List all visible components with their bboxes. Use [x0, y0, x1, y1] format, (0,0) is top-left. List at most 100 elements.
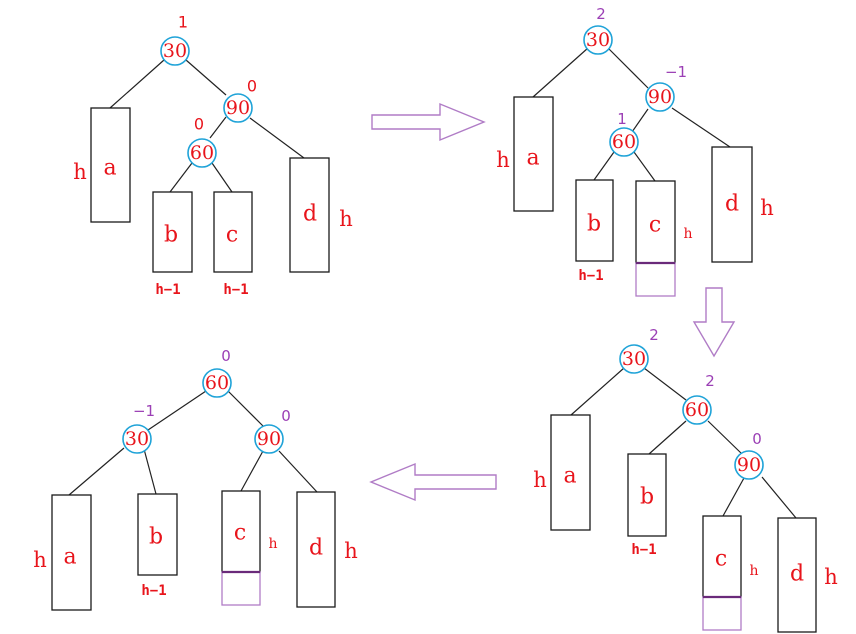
edge-30-a: [68, 447, 125, 496]
node-60-balance-factor: 0: [221, 347, 231, 365]
node-90: [223, 93, 253, 123]
node-30-label: 30: [586, 29, 610, 51]
node-90-balance-factor: 0: [281, 407, 291, 425]
node-90: [734, 450, 764, 480]
panel-3: a h b h−1 c h d h 30 2 60 2 90 0: [533, 326, 838, 633]
node-30: [160, 36, 190, 66]
subtree-a-label: a: [526, 146, 539, 171]
node-90-balance-factor: 0: [752, 430, 762, 448]
edge-30-90: [185, 59, 227, 96]
node-30-balance-factor: 2: [596, 5, 606, 23]
edge-30-60: [643, 367, 687, 401]
edge-90-c: [240, 450, 264, 492]
node-90: [254, 424, 284, 454]
edge-30-a: [570, 367, 625, 416]
node-90-balance-factor: 0: [247, 77, 257, 96]
node-60: [202, 368, 232, 398]
edge-60-b: [169, 162, 193, 193]
subtree-b-box: [575, 179, 614, 262]
subtree-d-label: d: [309, 536, 323, 561]
subtree-c-box: [221, 490, 261, 573]
arrow-left-icon: [369, 462, 497, 502]
subtree-b-height: h−1: [578, 268, 603, 284]
edge-60-b: [648, 420, 687, 455]
subtree-d-height: h: [824, 565, 838, 589]
subtree-a-height: h: [73, 160, 87, 184]
subtree-d-box: [296, 491, 336, 608]
subtree-a-box: [550, 414, 591, 531]
edge-30-a: [109, 59, 165, 109]
subtree-a-label: a: [563, 464, 576, 489]
subtree-c-label: c: [234, 521, 246, 546]
node-90-label: 90: [737, 454, 761, 476]
edge-60-b: [593, 151, 615, 181]
subtree-d-height: h: [339, 207, 353, 231]
subtree-c-added-level: [702, 596, 742, 631]
subtree-c-label: c: [649, 213, 661, 238]
node-60-balance-factor: 2: [705, 372, 715, 390]
subtree-a-label: a: [63, 545, 76, 570]
subtree-b-label: b: [164, 223, 178, 248]
node-30-balance-factor: 2: [649, 326, 659, 344]
edge-90-c: [722, 477, 745, 517]
panel-1: a h b h−1 c h−1 d h 30 1 90 0 60 0: [73, 13, 353, 299]
subtree-d-label: d: [790, 562, 804, 587]
node-90-text: 90: [648, 86, 672, 108]
subtree-b-label: b: [587, 212, 601, 237]
node-60-label: 60: [612, 131, 636, 153]
node-60-label: 60: [205, 372, 229, 394]
subtree-c-box: [213, 191, 253, 273]
subtree-b-box: [152, 191, 193, 273]
node-30: [583, 25, 613, 55]
edge-30-90: [607, 47, 649, 89]
edge-60-c: [633, 151, 656, 182]
edge-90-d: [761, 476, 797, 519]
subtree-a-box: [90, 107, 131, 223]
node-60-label: 60: [190, 142, 214, 164]
subtree-a-height: h: [33, 548, 47, 572]
subtree-d-box: [289, 157, 330, 273]
subtree-c-height: h−1: [223, 282, 248, 298]
node-60-balance-factor: 1: [617, 110, 627, 128]
subtree-c-label: c: [715, 547, 727, 572]
subtree-d-height: h: [760, 196, 774, 220]
subtree-a-height: h: [496, 148, 510, 172]
edge-30-b: [143, 448, 157, 495]
subtree-d-height: h: [344, 539, 358, 563]
subtree-a-box: [513, 96, 554, 212]
node-30: [619, 344, 649, 374]
subtree-b-label: b: [640, 485, 654, 510]
subtree-b-height: h−1: [631, 542, 656, 558]
edge-90-60: [209, 116, 227, 139]
subtree-c-height: h: [683, 226, 692, 242]
node-90: [645, 82, 675, 112]
subtree-d-box: [777, 517, 817, 633]
edge-60-90: [707, 420, 743, 455]
node-30-label: 30: [163, 40, 187, 62]
node-60: [187, 138, 217, 168]
node-30-balance-factor: −1: [133, 402, 155, 420]
panel-2: a h b h−1 c h d h 30 2 −1 90 −1 60 1: [496, 5, 774, 297]
arrow-right-icon: [371, 102, 486, 142]
node-90-balance-factor: −1: [665, 63, 687, 81]
subtree-b-box: [137, 493, 178, 576]
subtree-c-box: [702, 515, 742, 598]
subtree-c-height: h: [749, 563, 758, 579]
arrow-down-icon: [692, 287, 736, 358]
node-90-label: 90: [257, 428, 281, 450]
node-60-label: 60: [685, 399, 709, 421]
edge-90-d: [278, 450, 318, 493]
subtree-c-box: [635, 180, 676, 264]
subtree-b-height: h−1: [141, 583, 166, 599]
subtree-d-label: d: [725, 192, 739, 217]
subtree-d-box: [711, 146, 753, 263]
edge-90-60: [631, 108, 649, 133]
subtree-a-box: [51, 494, 92, 611]
subtree-a-height: h: [533, 468, 547, 492]
node-60: [682, 395, 712, 425]
node-30-label: 30: [622, 348, 646, 370]
subtree-c-label: c: [226, 223, 238, 248]
edge-60-30: [147, 390, 207, 431]
